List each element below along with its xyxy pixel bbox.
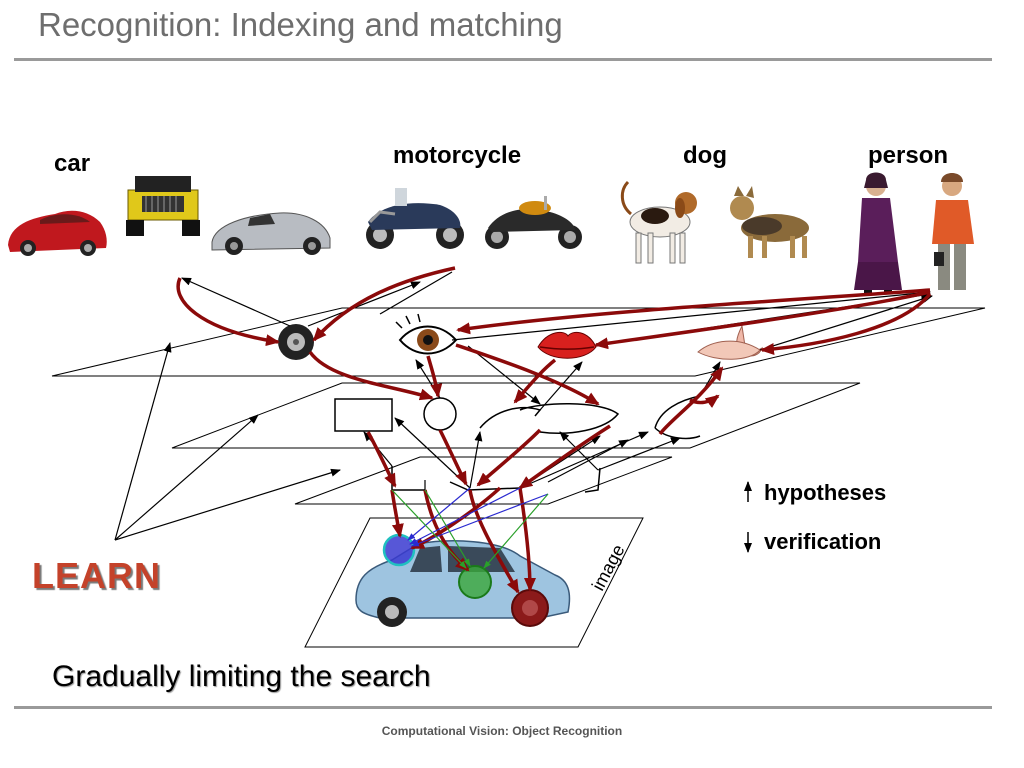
lips-part-icon <box>537 331 597 359</box>
category-label-person: person <box>868 142 949 169</box>
image-plane-label: image <box>588 541 629 594</box>
motorcycle-image-touring <box>366 188 464 249</box>
image-plane <box>304 517 644 648</box>
slide-subtitle: Gradually limiting the search <box>52 660 431 693</box>
feature-plane-top <box>51 307 986 377</box>
car-image-silver-convertible <box>211 212 331 255</box>
category-label-car: car <box>54 150 91 177</box>
eye-part-icon <box>395 313 458 355</box>
dog-image-terrier <box>730 186 809 258</box>
learn-label: LEARN <box>32 555 161 596</box>
feature-plane-bottom <box>294 456 673 505</box>
top-divider <box>14 58 992 61</box>
category-label-dog: dog <box>683 142 727 169</box>
verification-arrows <box>176 266 932 594</box>
slide-title: Recognition: Indexing and matching <box>38 6 563 43</box>
edge-primitive-3 <box>584 467 601 493</box>
tire-part-icon <box>278 324 314 360</box>
car-image-yellow-jeep <box>126 176 200 236</box>
curve-primitive <box>479 402 620 434</box>
slide-footer: Computational Vision: Object Recognition <box>381 724 623 738</box>
legend-hypotheses: hypotheses <box>764 480 887 505</box>
bottom-divider <box>14 706 992 709</box>
dog-image-beagle <box>620 180 697 264</box>
person-image-woman <box>854 172 902 294</box>
motorcycle-image-cruiser <box>485 196 582 249</box>
person-image-man <box>932 173 974 290</box>
category-label-motorcycle: motorcycle <box>393 142 522 169</box>
car-image-red-coupe <box>8 210 107 256</box>
nose-part-icon <box>697 324 763 360</box>
feature-plane-middle <box>171 382 861 449</box>
detection-green <box>458 565 492 599</box>
learn-arrows <box>114 342 341 541</box>
edge-primitive-2 <box>449 481 521 491</box>
rectangle-primitive <box>334 398 393 432</box>
circle-primitive <box>423 397 457 431</box>
legend-verification: verification <box>764 529 882 554</box>
edge-primitive <box>391 466 425 491</box>
